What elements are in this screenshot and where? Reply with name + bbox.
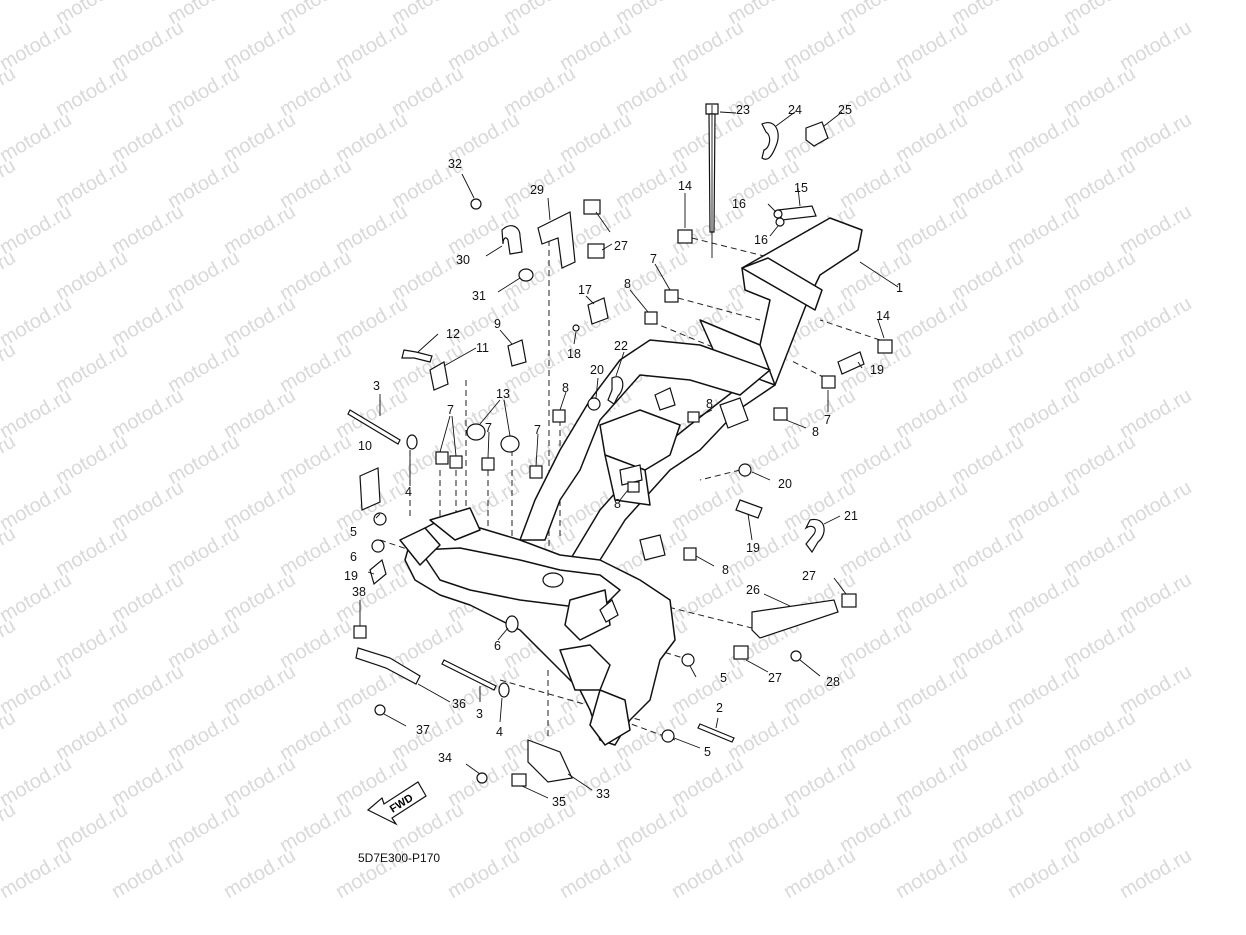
callout-37: 37: [416, 723, 430, 737]
callout-27: 27: [614, 239, 628, 253]
callout-7: 7: [534, 423, 541, 437]
callout-8: 8: [812, 425, 819, 439]
callout-4: 4: [405, 485, 412, 499]
callout-11: 11: [476, 341, 489, 355]
callout-35: 35: [552, 795, 566, 809]
callout-24: 24: [788, 103, 802, 117]
fwd-arrow-icon: [366, 781, 427, 826]
callout-6: 6: [494, 639, 501, 653]
callout-4: 4: [496, 725, 503, 739]
callout-27: 27: [802, 569, 816, 583]
callout-38: 38: [352, 585, 366, 599]
callout-7: 7: [650, 252, 657, 266]
callout-14: 14: [678, 179, 692, 193]
callout-8: 8: [624, 277, 631, 291]
callout-5: 5: [350, 525, 357, 539]
callout-19: 19: [870, 363, 884, 377]
callout-23: 23: [736, 103, 750, 117]
callout-27: 27: [768, 671, 782, 685]
callout-12: 12: [446, 327, 460, 341]
callout-26: 26: [746, 583, 760, 597]
callout-3: 3: [373, 379, 380, 393]
callout-18: 18: [567, 347, 581, 361]
callout-20: 20: [590, 363, 604, 377]
callout-36: 36: [452, 697, 466, 711]
callout-5: 5: [720, 671, 727, 685]
callout-28: 28: [826, 675, 840, 689]
callout-3: 3: [476, 707, 483, 721]
callout-17: 17: [578, 283, 592, 297]
hardware-parts: [347, 103, 893, 826]
callout-20: 20: [778, 477, 792, 491]
callout-8: 8: [722, 563, 729, 577]
callout-30: 30: [456, 253, 470, 267]
callout-1: 1: [896, 281, 903, 295]
callout-13: 13: [496, 387, 510, 401]
callout-16: 16: [732, 197, 746, 211]
callout-29: 29: [530, 183, 544, 197]
main-frame: [399, 217, 863, 746]
callout-34: 34: [438, 751, 452, 765]
callout-16: 16: [754, 233, 768, 247]
callout-7: 7: [824, 413, 831, 427]
callout-10: 10: [358, 439, 372, 453]
callout-14: 14: [876, 309, 890, 323]
callout-19: 19: [344, 569, 358, 583]
callout-8: 8: [614, 497, 621, 511]
leader-lines: [359, 105, 899, 799]
callout-19: 19: [746, 541, 760, 555]
callout-2: 2: [716, 701, 723, 715]
callout-21: 21: [844, 509, 858, 523]
callout-33: 33: [596, 787, 610, 801]
callout-6: 6: [350, 550, 357, 564]
callout-8: 8: [562, 381, 569, 395]
callout-31: 31: [472, 289, 486, 303]
callout-5: 5: [704, 745, 711, 759]
callout-labels: 1 2 3 3 4 4 5 5 5 6 6 7 7 7 7 7 8 8 8 8 …: [344, 103, 903, 816]
callout-9: 9: [494, 317, 501, 331]
callout-15: 15: [794, 181, 808, 195]
callout-22: 22: [614, 339, 628, 353]
callout-7: 7: [485, 421, 492, 435]
callout-7: 7: [447, 403, 454, 417]
callout-32: 32: [448, 157, 462, 171]
diagram-code: 5D7E300-P170: [358, 851, 441, 865]
callout-25: 25: [838, 103, 852, 117]
callout-8: 8: [706, 397, 713, 411]
